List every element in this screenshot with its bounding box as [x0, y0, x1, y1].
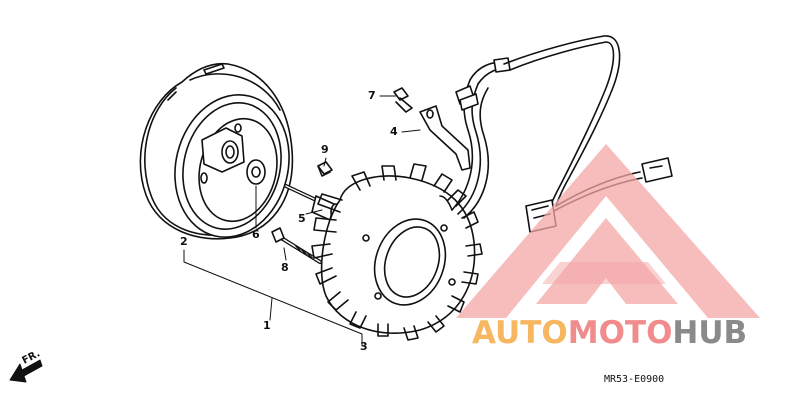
- brand-part-moto: MOTO: [567, 315, 673, 351]
- callout-2: 2: [180, 235, 188, 248]
- bolt-9: [317, 161, 333, 177]
- flywheel-rotor: [139, 62, 294, 240]
- callout-7: 7: [368, 89, 376, 102]
- bolt-8: [271, 227, 322, 264]
- brand-part-auto: AUTO: [472, 315, 568, 351]
- bolt-7: [393, 87, 413, 113]
- callout-6: 6: [252, 228, 260, 241]
- leader-lines: [183, 95, 421, 347]
- callout-5: 5: [298, 212, 306, 225]
- wire-bracket: [419, 105, 471, 171]
- brand-part-hub: HUB: [672, 315, 748, 351]
- arrow-icon: [9, 359, 43, 383]
- washer: [246, 159, 266, 185]
- stator: [311, 163, 483, 341]
- callout-1: 1: [263, 319, 271, 332]
- watermark-brand: AUTOMOTOHUB: [472, 318, 747, 349]
- triangle-logo-icon: [456, 144, 760, 318]
- callout-9: 9: [321, 143, 329, 156]
- callout-8: 8: [281, 261, 289, 274]
- callout-4: 4: [390, 125, 398, 138]
- callout-3: 3: [360, 340, 368, 353]
- diagram-code: MR53-E0900: [604, 374, 665, 385]
